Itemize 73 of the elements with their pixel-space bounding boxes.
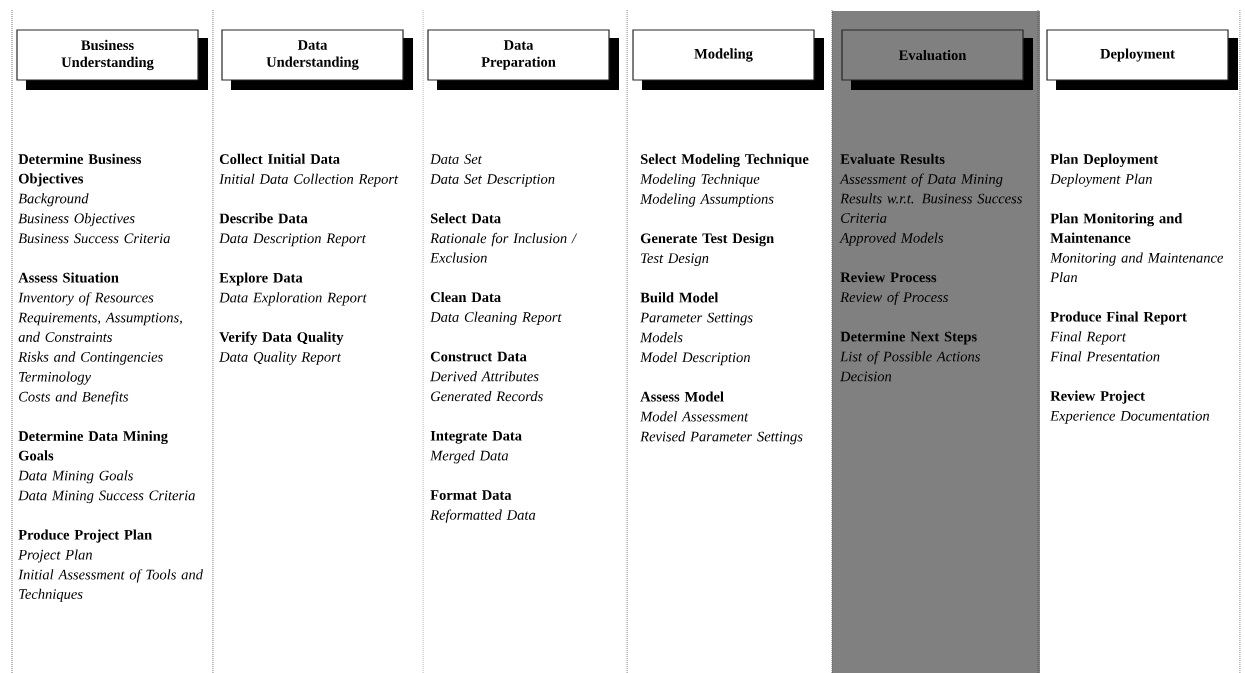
output-item: Parameter Settings (640, 312, 753, 326)
output-item: Data Mining Success Criteria (18, 490, 195, 504)
task-heading: Plan Deployment (1050, 153, 1159, 167)
output-item: Decision (840, 371, 892, 382)
task-heading: Collect Initial Data (219, 153, 340, 164)
output-item: Deployment Plan (1050, 173, 1152, 187)
task-heading: Select Modeling Technique (641, 153, 809, 168)
task-heading: Review Project (1050, 390, 1145, 404)
task-heading: Determine Next Steps (840, 331, 977, 345)
output-item: Costs and Benefits (19, 391, 129, 405)
output-item: Modeling Technique (640, 173, 760, 187)
output-item: Data Mining Goals (18, 470, 133, 484)
output-item: Final Presentation (1050, 351, 1160, 362)
output-item: Revised Parameter Settings (640, 431, 803, 445)
task-heading: Assess Situation (18, 272, 119, 283)
output-item: Rationale for Inclusion / Exclusion (430, 232, 578, 263)
task-heading: Clean Data (430, 291, 501, 303)
output-item: Data Cleaning Report (430, 311, 562, 325)
task-heading: Construct Data (430, 351, 527, 362)
phase-box: Modeling (632, 29, 824, 90)
phase-box: Evaluation (841, 29, 1033, 90)
output-item: Test Design (641, 253, 709, 267)
task-heading: Assess Model (640, 391, 724, 402)
output-item: Data Set (430, 154, 483, 164)
task-heading: Select Data (430, 213, 501, 224)
output-item: Data Set Description (430, 174, 555, 187)
output-item: Business Success Criteria (18, 233, 170, 244)
output-item: Modeling Assumptions (640, 193, 774, 207)
task-heading: Build Model (640, 292, 719, 303)
output-item: Generated Records (431, 391, 543, 402)
output-item: Models (640, 332, 683, 343)
task-heading: Determine Business Objectives (18, 153, 142, 187)
shaded-column (832, 11, 1040, 673)
output-item: Requirements, Assumptions, and Constraints (18, 312, 182, 342)
output-item: List of Possible Actions (840, 351, 980, 365)
output-item: Review of Process (840, 291, 948, 306)
task-heading: Generate Test Design (640, 233, 774, 247)
output-item: Terminology (19, 371, 91, 385)
output-item: Business Objectives (18, 213, 135, 227)
output-item: Initial Data Collection Report (219, 173, 399, 187)
output-item: Risks and Contingencies (18, 351, 163, 365)
output-item: Model Assessment (640, 411, 749, 422)
task-heading: Integrate Data (430, 430, 522, 444)
task-heading: Explore Data (219, 272, 303, 286)
task-heading: Produce Project Plan (18, 529, 152, 543)
phase-box: Data Understanding (221, 29, 413, 90)
phase-box: Deployment (1046, 29, 1238, 90)
output-item: Data Description Report (219, 233, 367, 247)
output-item: Experience Documentation (1050, 410, 1210, 424)
task-heading: Produce Final Report (1050, 311, 1187, 325)
output-item: Assessment of Data Mining Results w.r.t. Business Success Criteria (839, 173, 1022, 223)
output-item: Data Quality Report (219, 351, 342, 365)
phase-box: Data Preparation (427, 29, 619, 90)
task-heading: Determine Data Mining Goals (18, 430, 168, 461)
output-item: Final Report (1050, 331, 1127, 345)
output-item: Model Description (640, 352, 750, 366)
output-item: Approved Models (839, 232, 944, 246)
output-item: Inventory of Resources (18, 292, 154, 306)
output-item: Background (18, 193, 89, 207)
output-item: Reformatted Data (430, 509, 536, 523)
output-item: Derived Attributes (430, 371, 539, 382)
task-heading: Verify Data Quality (219, 331, 344, 345)
task-heading: Plan Monitoring and Maintenance (1050, 213, 1183, 243)
output-item: Merged Data (430, 450, 509, 464)
task-heading: Review Process (840, 272, 937, 283)
output-item: Project Plan (18, 549, 92, 563)
task-heading: Evaluate Results (840, 153, 945, 165)
task-heading: Format Data (430, 490, 512, 500)
output-item: Data Exploration Report (219, 292, 367, 306)
task-heading: Describe Data (219, 213, 308, 224)
phase-box: Business Understanding (16, 29, 208, 90)
output-item: Monitoring and Maintenance Plan (1050, 252, 1224, 283)
output-item: Initial Assessment of Tools and Techniques (18, 569, 203, 602)
